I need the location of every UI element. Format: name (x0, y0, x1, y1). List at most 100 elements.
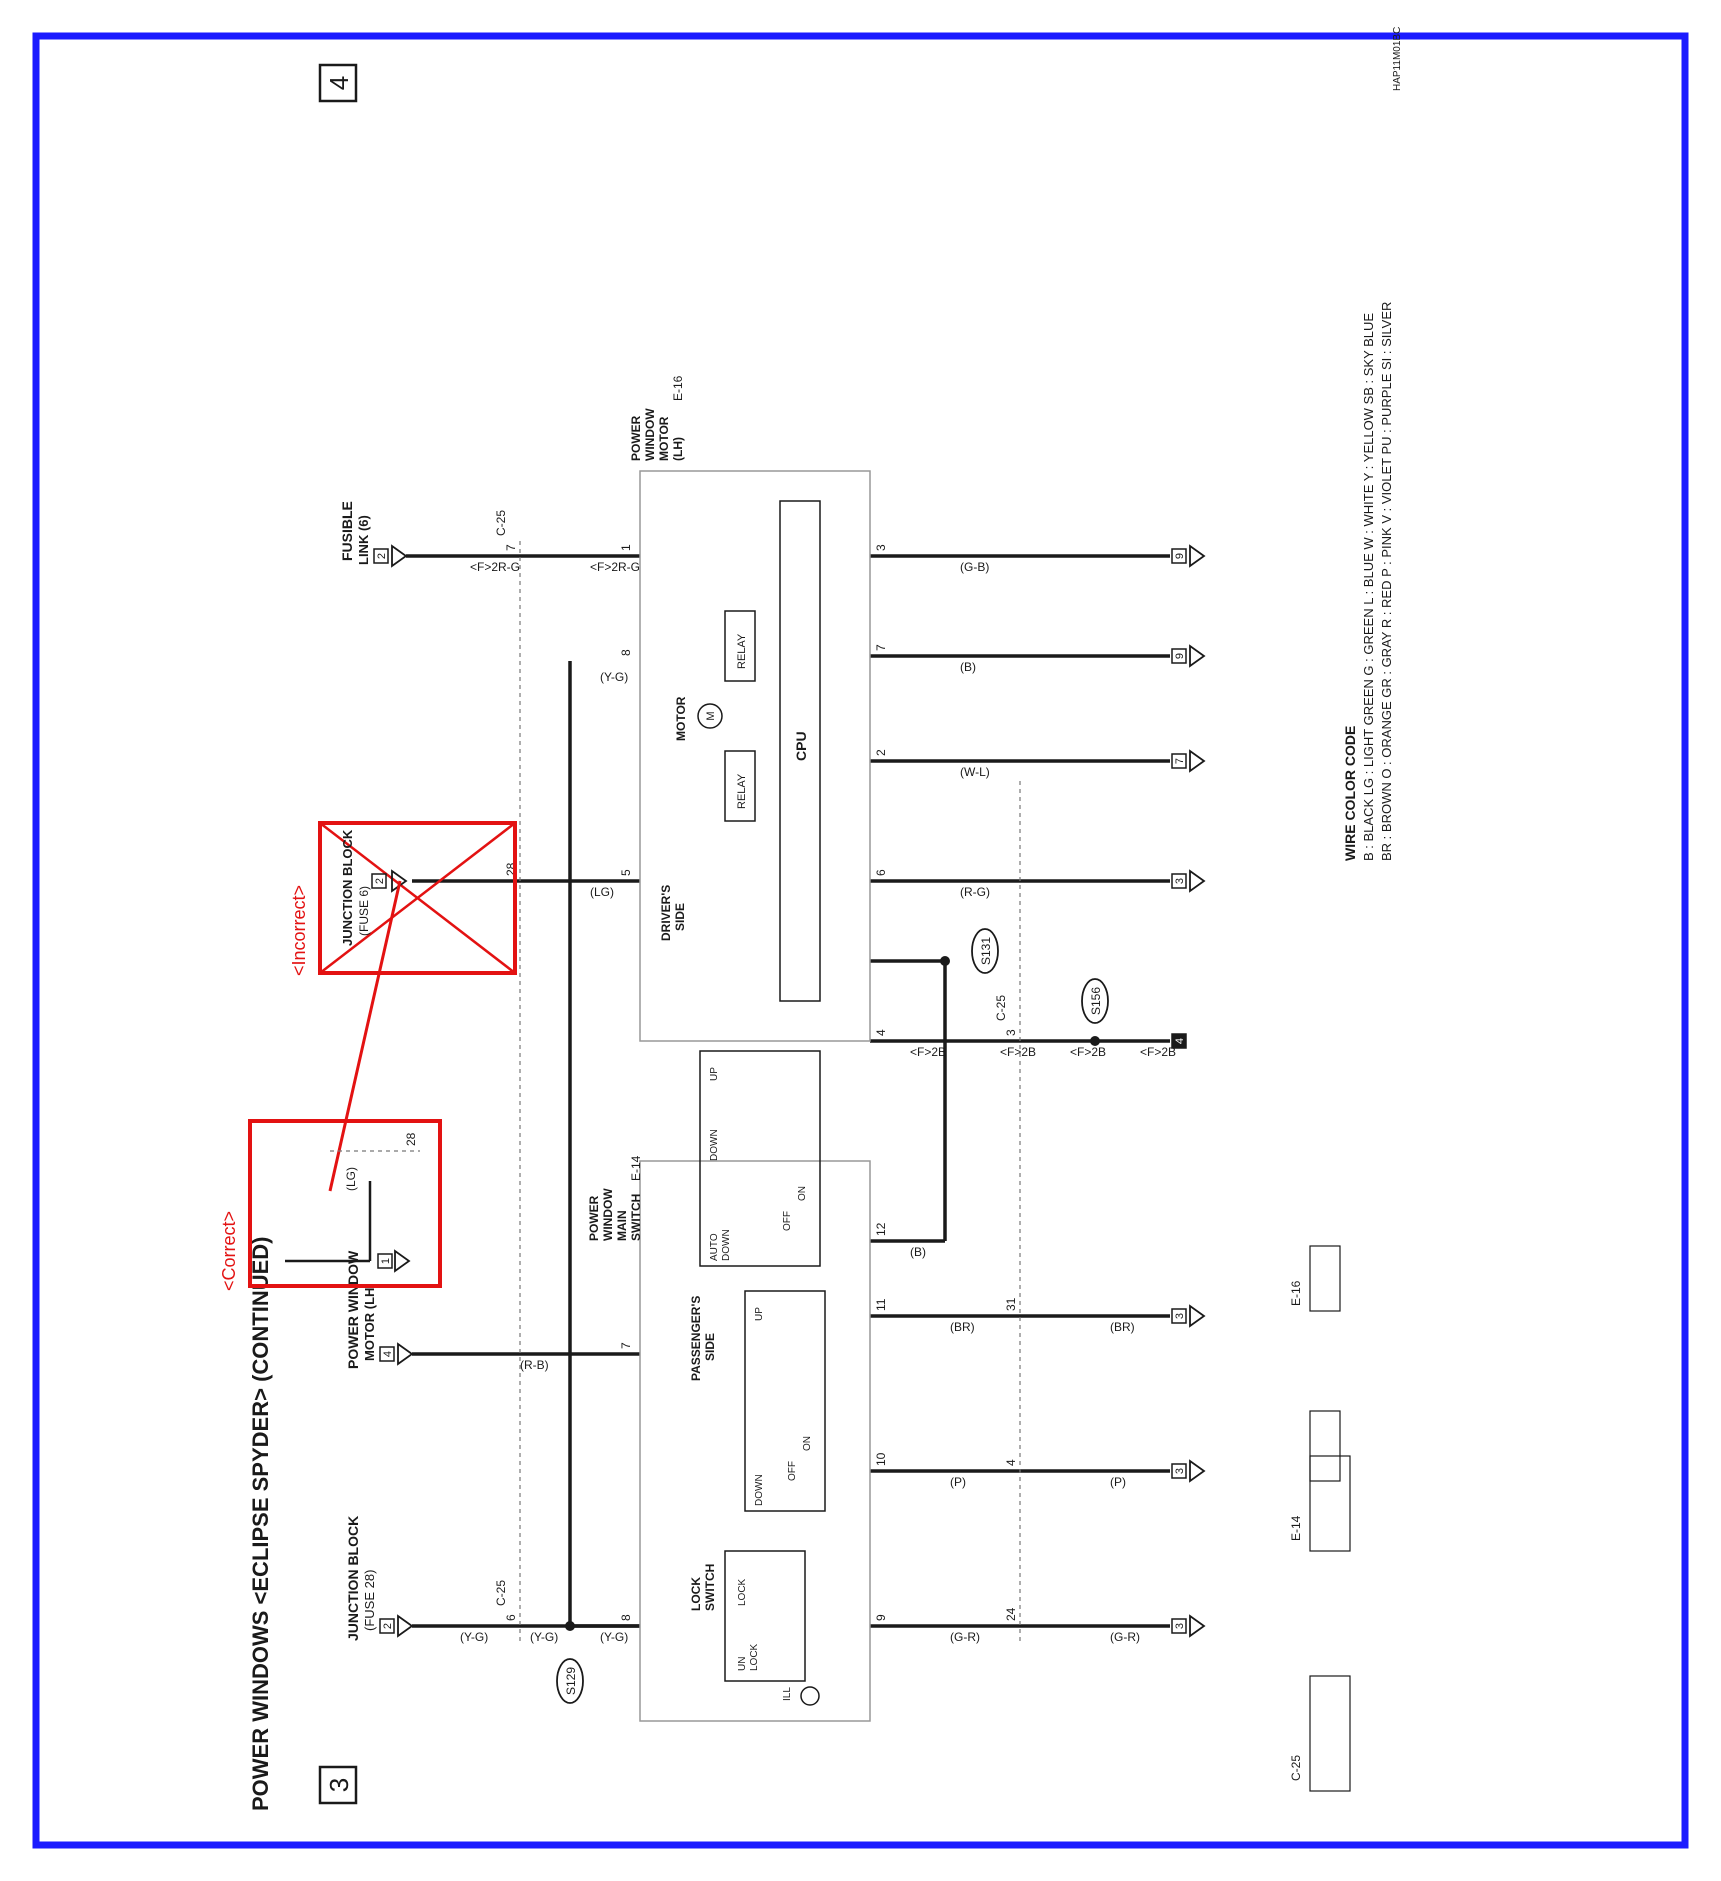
main-switch-title-1: POWER (587, 1195, 601, 1241)
passenger-side-title-1: PASSENGER'S (689, 1296, 703, 1381)
drivers-side-title-1: DRIVER'S (659, 885, 673, 941)
fusible-link-label: FUSIBLE (339, 501, 355, 561)
wire-label-f2b-2: <F>2B (1000, 1045, 1036, 1059)
pin-motor-6: 6 (874, 869, 888, 876)
connector-face-c25: C-25 (1289, 1755, 1303, 1781)
pw-motor-ref-label-2: MOTOR (LH) (362, 1283, 377, 1361)
main-switch-connector: E-14 (629, 1155, 643, 1181)
correct-annotation (248, 880, 442, 1288)
main-switch-box (639, 1160, 871, 1722)
main-switch-title-4: SWITCH (629, 1194, 643, 1241)
diagram-content: POWER WINDOWS <ECLIPSE SPYDER> (CONTINUE… (219, 27, 1403, 1811)
drivers-auto-2: DOWN (721, 1229, 732, 1261)
terminal-3-c: 3 (1174, 1313, 1186, 1319)
correct-label: <Correct> (219, 1211, 239, 1291)
main-switch-title-2: WINDOW (601, 1188, 615, 1241)
relay-label-2: RELAY (736, 633, 748, 669)
connector-face-e16: E-16 (1289, 1280, 1303, 1306)
drivers-side-title-2: SIDE (673, 903, 687, 931)
wire-label-yg-3: (Y-G) (600, 1630, 628, 1644)
lock-switch-box (724, 1550, 806, 1682)
pw-motor-ref-terminal-box (379, 1346, 395, 1362)
motor-unit-title-2: WINDOW (643, 408, 657, 461)
wire-label-b: (B) (910, 1245, 926, 1259)
motor-unit-connector: E-16 (671, 375, 685, 401)
passenger-side-title-2: SIDE (703, 1333, 717, 1361)
splice-s131 (971, 928, 999, 974)
connector-c25-label-3: C-25 (994, 995, 1008, 1021)
unlock-label-1: UN (737, 1657, 748, 1671)
passenger-up: UP (754, 1307, 765, 1321)
incorrect-annotation (318, 821, 517, 975)
lock-switch-title-2: SWITCH (703, 1564, 717, 1611)
page-left-number: 3 (324, 1778, 354, 1792)
jb-fuse6-label: JUNCTION BLOCK (340, 829, 355, 946)
pin-c25-31: 31 (1004, 1297, 1018, 1311)
cpu-box (779, 500, 821, 1002)
splice-s129 (556, 1658, 584, 1704)
junction-block-label: JUNCTION BLOCK (345, 1516, 361, 1641)
jb-fuse6-sub: (FUSE 6) (357, 886, 371, 936)
pin-c25-3: 3 (1004, 1029, 1018, 1036)
wire-label-gr-1: (G-R) (950, 1630, 980, 1644)
pin-motor-4: 4 (874, 1029, 888, 1036)
splice-s156-label: S156 (1089, 987, 1103, 1015)
jb-terminal: 2 (382, 1623, 394, 1629)
wire-label-rg: (R-G) (960, 885, 990, 899)
wire-label-br-1: (BR) (950, 1320, 975, 1334)
wire-label-yg-2: (Y-G) (530, 1630, 558, 1644)
fl-terminal-box (373, 548, 389, 564)
junction-block-fuse: (FUSE 28) (362, 1570, 377, 1631)
motor-label: MOTOR (674, 696, 688, 741)
terminal-9-a: 9 (1174, 653, 1186, 659)
pin-switch-11: 11 (874, 1298, 888, 1311)
lock-label: LOCK (737, 1578, 748, 1606)
motor-unit-box (639, 470, 871, 1042)
splice-dot-s129 (565, 1621, 575, 1631)
page-frame (32, 32, 1689, 1849)
splice-dot-s131 (940, 956, 950, 966)
passenger-off: OFF (787, 1461, 798, 1481)
ground-ref: 4 (1174, 1038, 1186, 1044)
jb-fuse6-terminal-box (371, 873, 387, 889)
wire-label-f2b-1: <F>2B (910, 1045, 946, 1059)
splice-s156 (1081, 978, 1109, 1024)
ill-lamp-icon (800, 1686, 820, 1706)
terminal-3-b: 3 (1174, 1468, 1186, 1474)
drivers-up: UP (709, 1067, 720, 1081)
wire-label-wl: (W-L) (960, 765, 990, 779)
pin-c25-7: 7 (504, 544, 518, 551)
correct-terminal: 1 (380, 1258, 392, 1264)
motor-unit-title-3: MOTOR (657, 416, 671, 461)
pin-motor-8: 8 (619, 649, 633, 656)
passenger-down: DOWN (754, 1474, 765, 1506)
terminal-3-a: 3 (1174, 1623, 1186, 1629)
pin-motor-7: 7 (874, 644, 888, 651)
drivers-off: OFF (782, 1211, 793, 1231)
splice-dot-s156 (1090, 1036, 1100, 1046)
relay-box-1 (724, 750, 756, 822)
unlock-label-2: LOCK (749, 1643, 760, 1671)
wire-label-lg: (LG) (590, 885, 614, 899)
wire-label-f2rg-1: <F>2R-G (470, 560, 520, 574)
wire-label-f2b-3: <F>2B (1070, 1045, 1106, 1059)
pin-motor-5: 5 (619, 869, 633, 876)
splice-s129-label: S129 (564, 1667, 578, 1695)
page-title: POWER WINDOWS <ECLIPSE SPYDER> (CONTINUE… (248, 1237, 273, 1812)
motor-unit-title-1: POWER (629, 415, 643, 461)
drivers-auto-1: AUTO (709, 1233, 720, 1261)
pin-c25-6: 6 (504, 1614, 518, 1621)
wire-label-p-2: (P) (1110, 1475, 1126, 1489)
page-right-number: 4 (324, 76, 354, 90)
pin-motor-1: 1 (619, 544, 633, 551)
jb-terminal-box (379, 1618, 395, 1634)
wire-label-yg-4: (Y-G) (600, 670, 628, 684)
pin-c25-24: 24 (1004, 1607, 1018, 1621)
jb-fuse6-terminal: 2 (374, 878, 386, 884)
wire-label-g: (B) (960, 660, 976, 674)
terminal-3-d: 3 (1174, 878, 1186, 884)
wire-label-yg-1: (Y-G) (460, 1630, 488, 1644)
main-switch-title-3: MAIN (615, 1210, 629, 1241)
